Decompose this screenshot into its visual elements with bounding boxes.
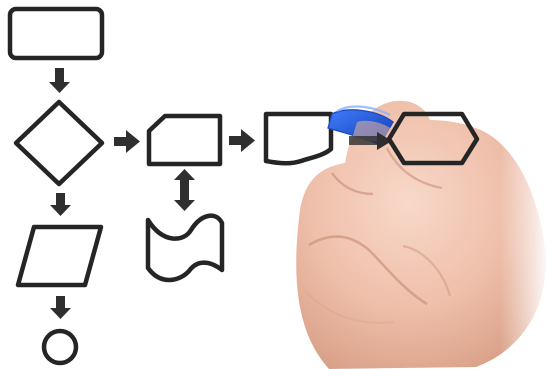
connector-vertical-shaft — [180, 179, 189, 201]
arrow-decision-to-cut-rectangle-shaft — [114, 137, 126, 146]
arrow-start-to-decision-shaft — [55, 68, 64, 82]
arrow-document-to-hexagon-shaft — [349, 136, 377, 145]
wavy-banner-shape — [145, 213, 225, 283]
cut-corner-rectangle — [146, 113, 223, 167]
decision-diamond — [13, 99, 105, 187]
connector-vertical-bottom-head — [174, 200, 195, 211]
arrow-parallelogram-to-terminator-shaft — [56, 296, 65, 308]
hexagon-shape — [386, 111, 480, 166]
input-output-parallelogram — [15, 224, 104, 288]
hand-illustration — [296, 0, 548, 369]
arrow-decision-to-cut-rectangle-head — [126, 130, 140, 153]
arrow-start-to-decision-head — [49, 82, 70, 93]
connector-vertical-top-head — [174, 169, 195, 180]
document-shape — [263, 111, 334, 166]
arrow-parallelogram-to-terminator-head — [50, 308, 71, 319]
arrow-cut-rectangle-to-document-shaft — [229, 136, 241, 145]
arrow-document-to-hexagon-head — [377, 132, 392, 150]
arrow-decision-to-parallelogram-shaft — [56, 193, 65, 205]
end-circle — [41, 328, 79, 366]
arrow-decision-to-parallelogram-head — [50, 205, 71, 216]
arrow-cut-rectangle-to-document-head — [241, 129, 255, 152]
start-rectangle — [7, 6, 105, 61]
